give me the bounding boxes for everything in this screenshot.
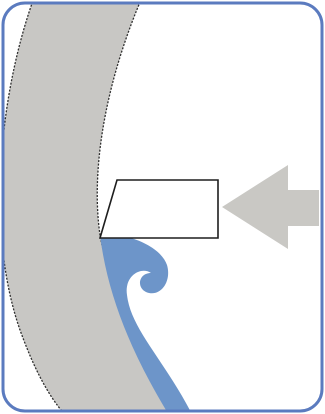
arrow-left-icon (222, 165, 319, 249)
rectangular-block (100, 180, 218, 238)
